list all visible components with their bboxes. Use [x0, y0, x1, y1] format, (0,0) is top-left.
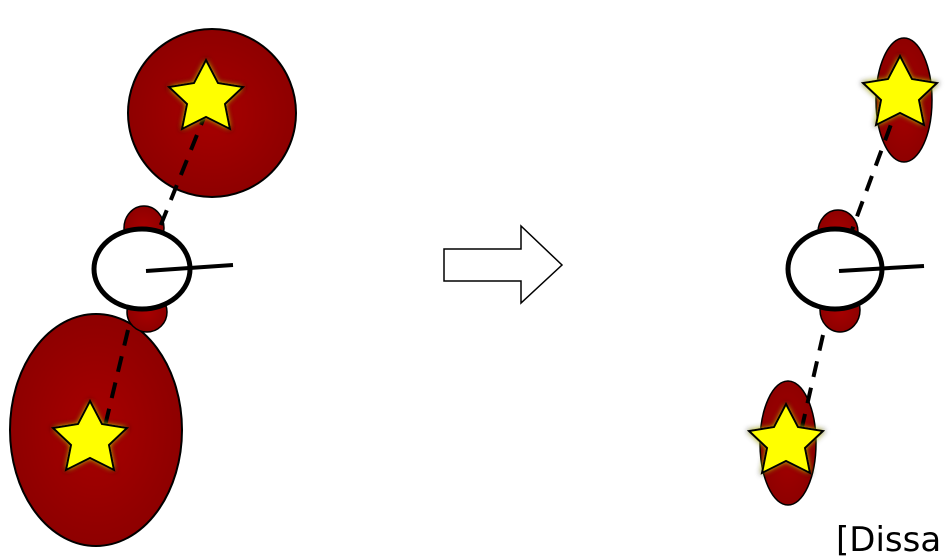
panel-after — [749, 38, 937, 505]
right-arrow-icon — [444, 226, 562, 303]
panel-before — [10, 29, 296, 546]
caption-text: [Dissa — [836, 520, 941, 560]
process-diagram — [0, 0, 950, 548]
